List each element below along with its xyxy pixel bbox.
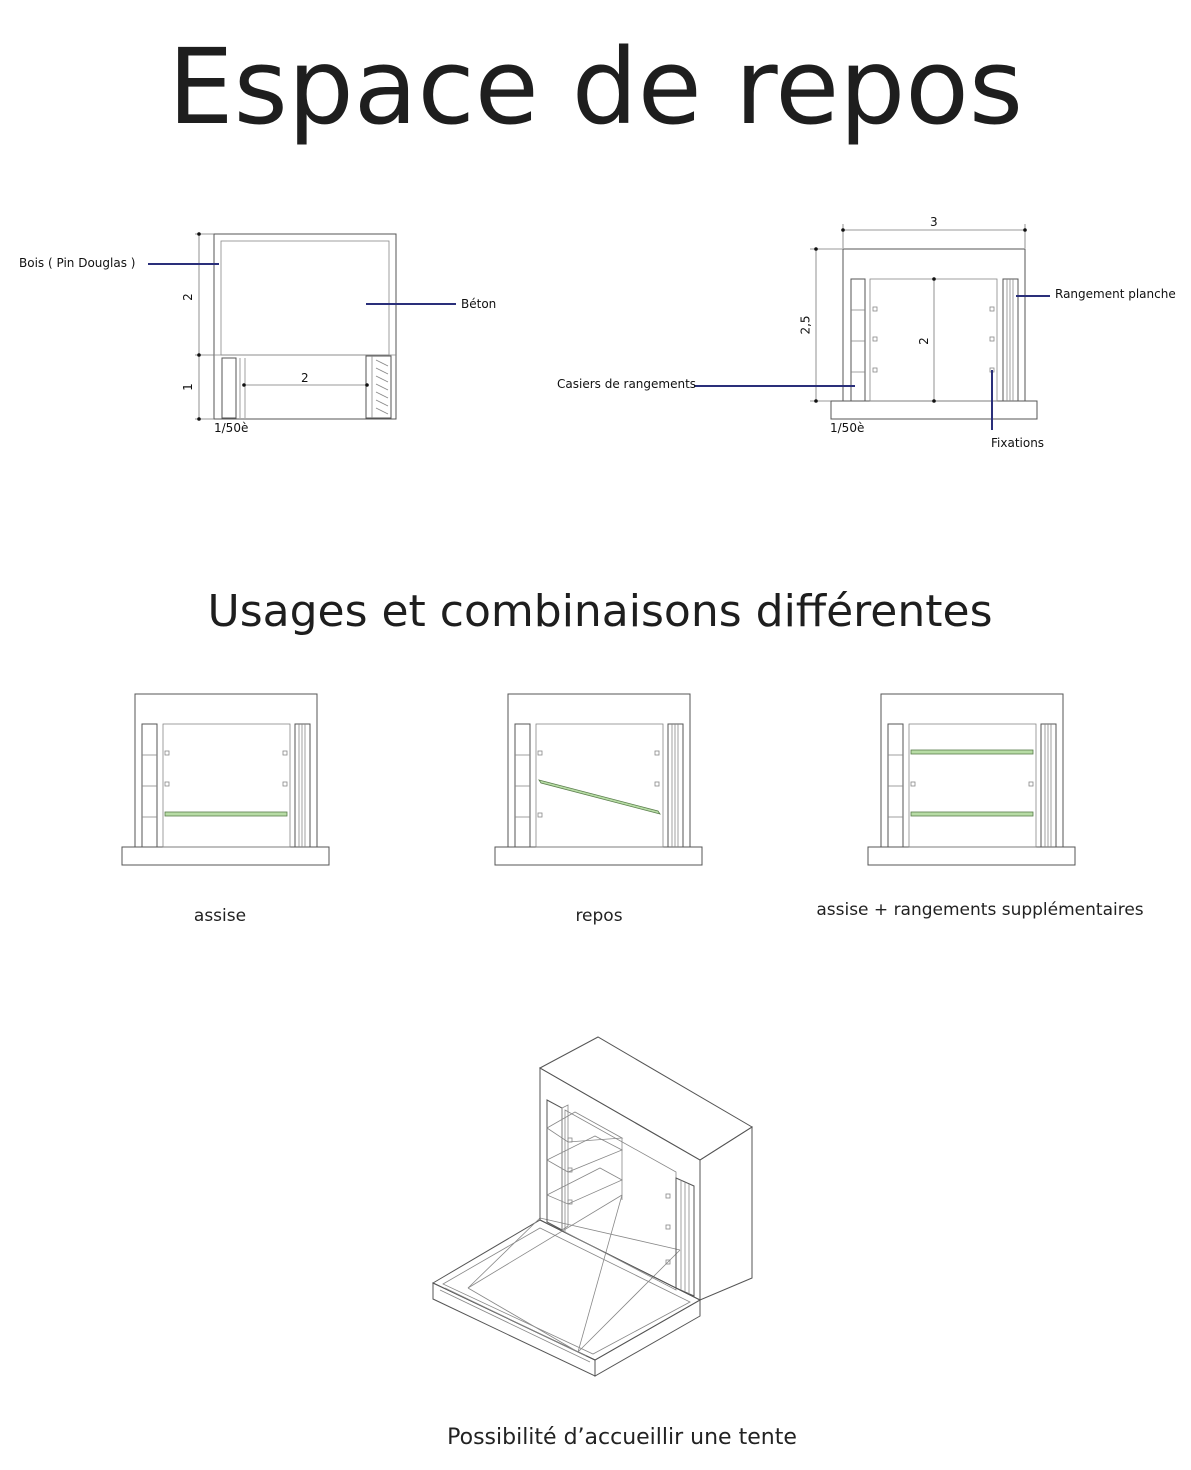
usage-caption-repos: repos [575, 906, 623, 926]
label-rangement-planche: Rangement planche [1055, 287, 1176, 301]
label-casiers: Casiers de rangements [557, 377, 697, 391]
label-fixations: Fixations [991, 436, 1045, 450]
elevation-drawing [694, 224, 1050, 430]
elevation-dim-height-total: 2,5 [798, 315, 813, 335]
plan-dim-width: 2 [301, 371, 309, 385]
elevation-dim-height-inner: 2 [916, 337, 931, 345]
isometric-drawing [431, 1036, 753, 1377]
elevation-scale: 1/50è [830, 421, 865, 435]
label-beton: Béton [461, 297, 497, 311]
usage-caption-assise-rangements: assise + rangements supplémentaires [816, 900, 1144, 920]
usage-repos-drawing [494, 693, 703, 866]
elevation-dim-width: 3 [930, 215, 938, 229]
section-subtitle: Usages et combinaisons différentes [207, 586, 993, 637]
label-bois: Bois ( Pin Douglas ) [19, 256, 136, 270]
plan-drawing [148, 232, 456, 421]
plan-dim-height-top: 2 [180, 293, 195, 301]
usage-caption-assise: assise [193, 906, 247, 926]
iso-caption: Possibilité d’accueillir une tente [447, 1425, 797, 1450]
plan-scale: 1/50è [214, 421, 249, 435]
usage-assise-rangements-drawing [867, 693, 1076, 866]
plan-dim-height-bottom: 1 [180, 383, 195, 391]
usage-assise-drawing [121, 693, 330, 866]
page-title: Espace de repos [167, 26, 1024, 148]
